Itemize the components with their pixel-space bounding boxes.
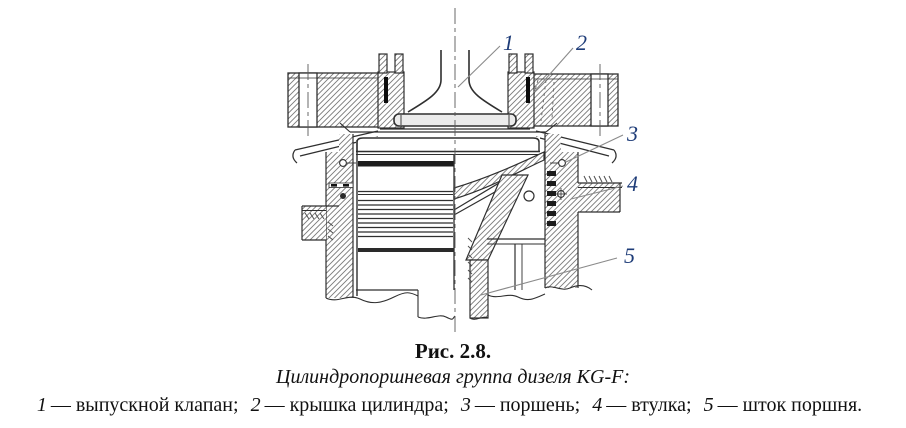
liner-walls [301, 134, 622, 298]
legend-item: 4— втулка; [592, 394, 691, 416]
leader-line-5 [480, 257, 618, 296]
leader-line-3 [565, 134, 624, 163]
figure-legend: 1— выпускной клапан; 2— крышка цилиндра;… [0, 391, 906, 419]
cylinder-piston-diagram: 1 2 3 4 5 [287, 8, 638, 332]
legend-item: 3— поршень; [461, 394, 580, 416]
legend-desc: — шток поршня. [717, 394, 863, 416]
leader-line-4 [570, 185, 624, 200]
callout-label-4: 4 [627, 171, 638, 196]
legend-item: 5— шток поршня. [704, 394, 863, 416]
figure-subtitle: Цилиндропоршневая группа дизеля KG-F: [276, 366, 630, 388]
figure-caption: Рис. 2.8. Цилиндропоршневая группа дизел… [0, 339, 906, 419]
centerlines [307, 8, 601, 332]
callout-label-2: 2 [576, 30, 587, 55]
spring-section [547, 171, 556, 226]
callout-label-5: 5 [624, 243, 635, 268]
legend-desc: — крышка цилиндра; [264, 394, 449, 416]
piston [356, 137, 540, 296]
figure-number: Рис. 2.8. [414, 339, 492, 363]
legend-item: 2— крышка цилиндра; [251, 394, 449, 416]
callout-label-1: 1 [503, 30, 514, 55]
legend-num: 4 [592, 394, 603, 416]
legend-desc: — поршень; [474, 394, 581, 416]
leader-lines [457, 45, 624, 296]
legend-item: 1— выпускной клапан; [37, 394, 239, 416]
legend-desc: — втулка; [606, 394, 692, 416]
leader-line-1 [457, 45, 501, 88]
break-lines [325, 285, 593, 320]
callouts: 1 2 3 4 5 [457, 30, 638, 296]
legend-desc: — выпускной клапан; [50, 394, 239, 416]
legend-num: 1 [36, 394, 47, 416]
legend-num: 2 [250, 394, 261, 416]
legend-num: 3 [460, 394, 471, 416]
piston-internals [453, 151, 556, 319]
callout-label-3: 3 [626, 121, 638, 146]
leader-line-2 [533, 47, 574, 93]
legend-num: 5 [703, 394, 714, 416]
